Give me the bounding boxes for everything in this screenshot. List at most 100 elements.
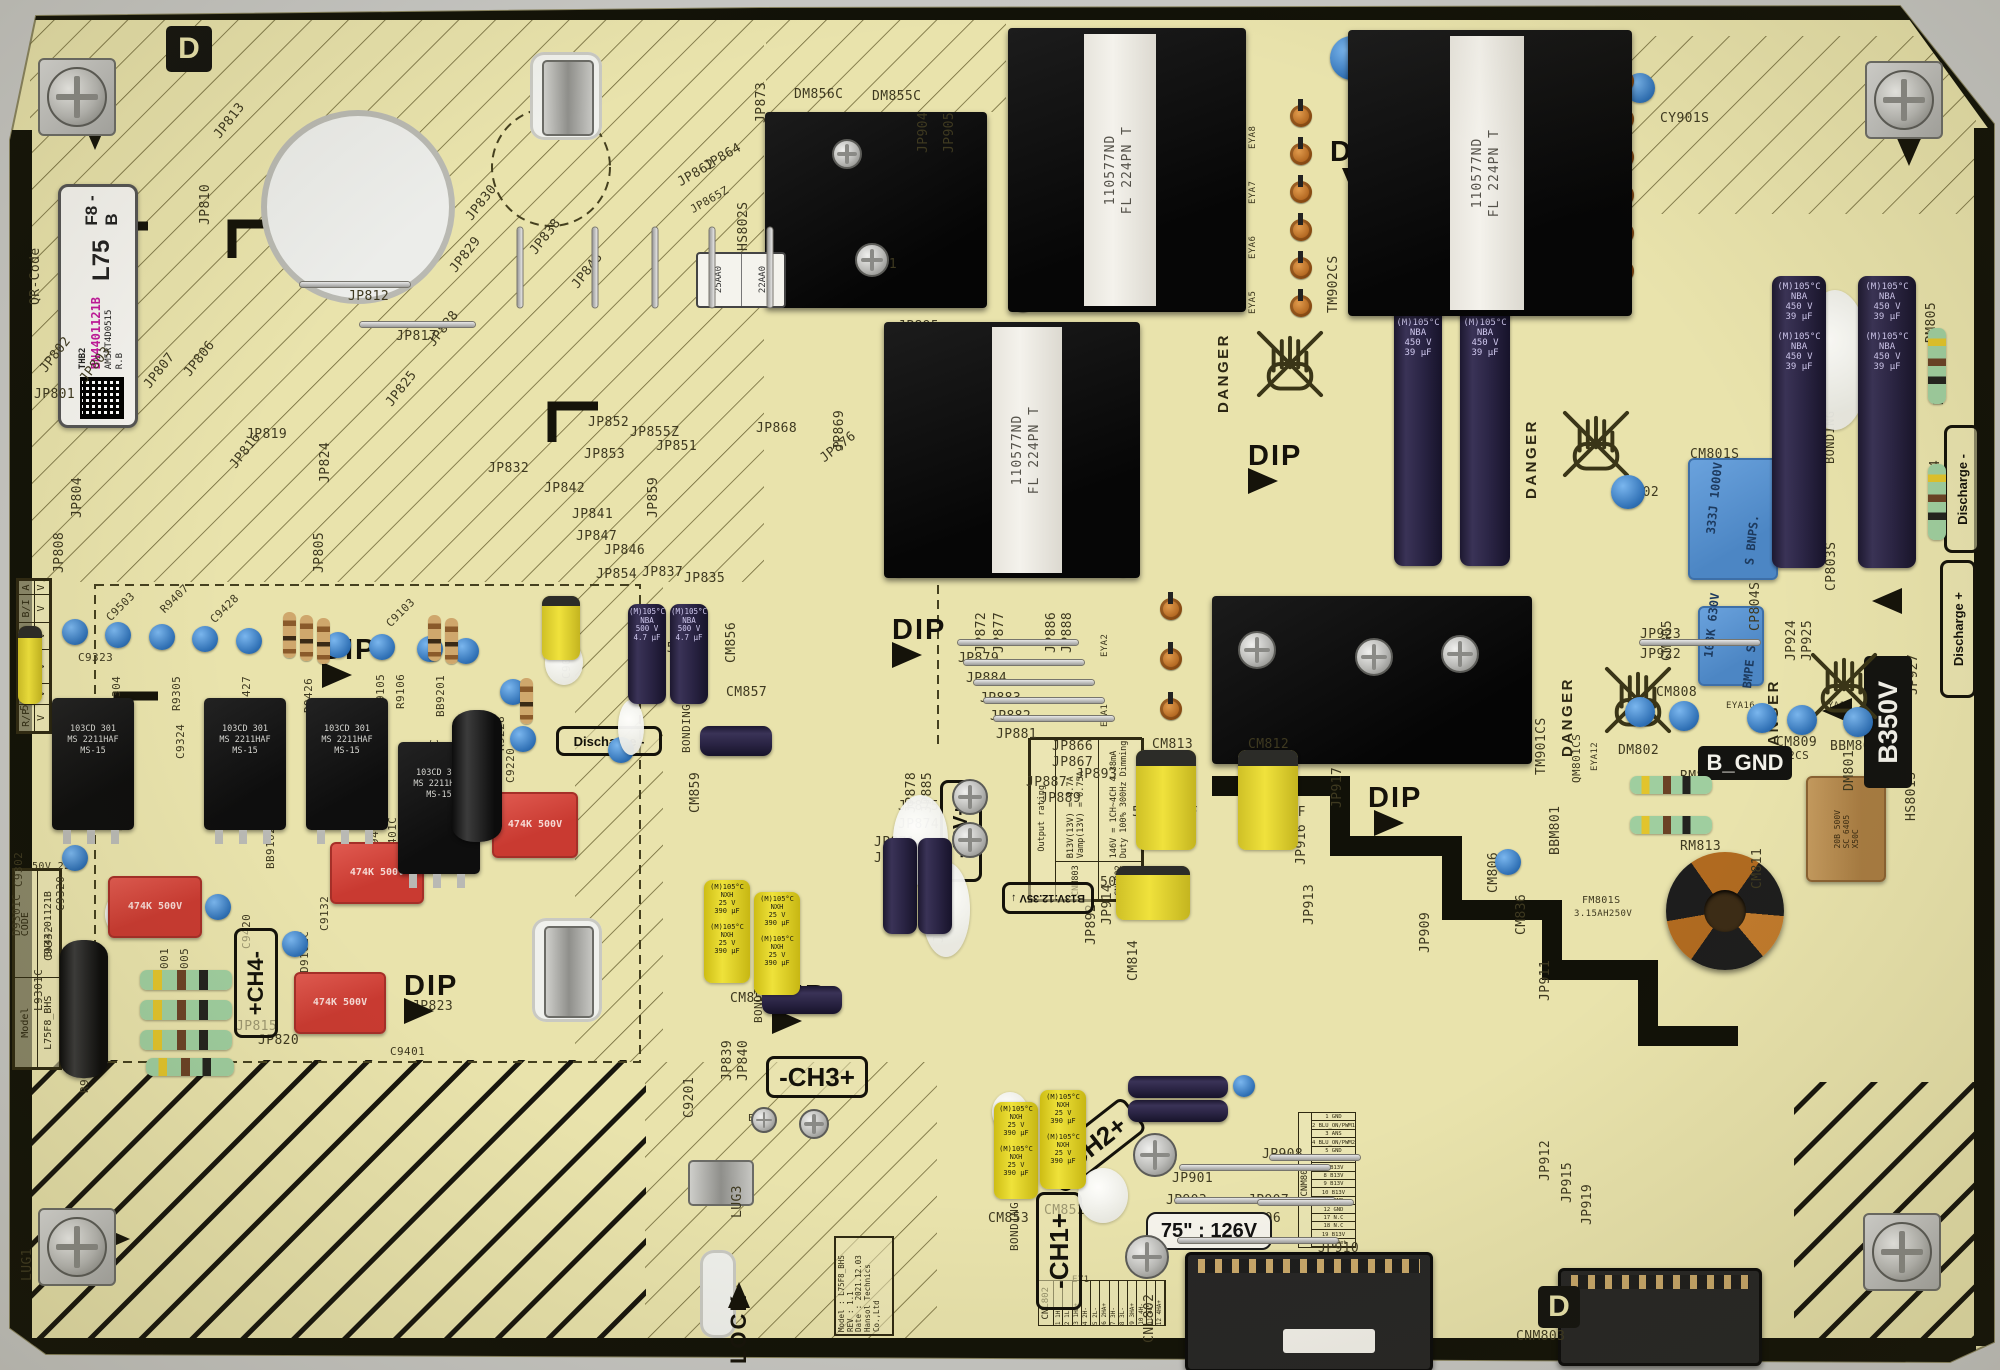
screw [1874, 70, 1934, 130]
transistor-legs [317, 830, 377, 844]
disc-capacitor [282, 931, 308, 957]
silkscreen-label: JP901 [1172, 1171, 1214, 1186]
direction-arrow-right [1248, 468, 1278, 494]
sticker-model: L75 [88, 239, 115, 281]
silkscreen-label: CM813 [1152, 737, 1194, 752]
cnm803-pin: 8 B13V [1311, 1172, 1355, 1180]
silkscreen-label: CP804S [1748, 581, 1763, 631]
warning-text: DIP [1248, 440, 1303, 472]
disc-capacitor [62, 845, 88, 871]
silkscreen-label: EYA6 [1248, 235, 1258, 259]
silkscreen-label: C9332 [42, 925, 55, 961]
silkscreen-label: JP910 [1318, 1241, 1360, 1256]
mfg-company: Hansol Technics Co.,Ltd [862, 1264, 881, 1332]
silkscreen-label: JP877 [992, 611, 1007, 653]
silkscreen-label: JP868 [756, 421, 798, 436]
silkscreen-label: JP808 [52, 531, 67, 573]
silkscreen-label: DM856C [794, 87, 844, 102]
cnl802-pin: 8 3L- [1119, 1281, 1128, 1325]
cnl802-pin: 11 4L- [1147, 1281, 1156, 1325]
silkscreen-label: CM814 [1126, 939, 1141, 981]
direction-arrow-right [892, 642, 922, 668]
sticker-grade: F8 - B [82, 195, 121, 226]
cnm803-pin: 3 ANS [1311, 1130, 1355, 1139]
sticker-rb: R.B [115, 352, 126, 370]
silkscreen-label: JP835 [684, 571, 726, 586]
silkscreen-label: JP854 [596, 567, 638, 582]
screw [47, 1217, 107, 1277]
metal-clip [544, 926, 594, 1018]
cnl802-pin: 7 3H- [1110, 1281, 1119, 1325]
transformer-part-number: 110577ND FL 224PN T [1103, 125, 1135, 215]
silkscreen-label: C9401 [390, 1045, 426, 1058]
silkscreen-label: EYA2 [1100, 633, 1110, 657]
screw [855, 243, 889, 277]
coil-pin [1290, 250, 1312, 279]
label-badge: Discharge + [1940, 560, 1976, 698]
cnl802-pin: 10 4H- [1137, 1281, 1147, 1325]
cnl802-pin: 12 4HA+ [1156, 1281, 1165, 1325]
resistor-green [1630, 816, 1712, 834]
coil-pin [1160, 591, 1182, 620]
silkscreen-label: JP859 [646, 476, 661, 518]
silkscreen-label: R9305 [170, 675, 183, 711]
film-capacitor-red: 474K 500V [108, 876, 202, 938]
direction-arrow-right [322, 662, 352, 688]
direction-arrow-up [728, 1282, 750, 1308]
silkscreen-label: BONDING [680, 703, 693, 753]
resistor-tan [520, 678, 533, 724]
silkscreen-label: C9428 [207, 591, 242, 626]
silkscreen-label: JP806 [180, 337, 219, 380]
cnm803-pin: 2 BLU_ON/PWM1 [1311, 1122, 1355, 1130]
screw [751, 1107, 777, 1133]
transformer-label-tape: 110577ND FL 224PN T [1084, 33, 1156, 307]
jumper-wire [360, 322, 475, 327]
badge-text: Discharge + [1950, 591, 1966, 667]
edge-check-mark: V [34, 594, 50, 623]
screw [952, 822, 988, 858]
disc-capacitor [1669, 701, 1699, 731]
silkscreen-label: EYA8 [1248, 125, 1258, 149]
silkscreen-label: RM813 [1680, 839, 1722, 854]
silkscreen-label: C9302 [12, 851, 25, 887]
disc-capacitor [1233, 1075, 1255, 1097]
disc-capacitor [192, 626, 218, 652]
disc-capacitor [369, 634, 395, 660]
qr-sticker: THB2 BN4401121B AM5RT4D0515 R.B L75 F8 -… [58, 184, 138, 428]
silkscreen-label: JP832 [488, 461, 530, 476]
silkscreen-label: C9324 [174, 723, 187, 759]
disc-capacitor [1843, 707, 1873, 737]
silkscreen-label: JP864 [701, 140, 745, 174]
disc-capacitor [1625, 697, 1655, 727]
tan-cap-text: 20B 500V SC 6405 X50C [1832, 809, 1860, 849]
silkscreen-label: JP813 [210, 99, 249, 142]
silkscreen-label: 3.15AH250V [1574, 909, 1633, 919]
silkscreen-label: JP889 [1040, 791, 1082, 806]
jumper-wire [974, 680, 1094, 685]
disc-capacitor [205, 894, 231, 920]
silkscreen-label: JP829 [446, 233, 485, 276]
silkscreen-label: 50V 22uF [32, 861, 84, 872]
silkscreen-label: JP816 [226, 429, 265, 472]
capacitor-yellow-sleeve [18, 626, 42, 704]
electrolytic-capacitor-navy [1128, 1100, 1228, 1122]
silkscreen-label: TM901CS [1534, 717, 1549, 775]
cnl802-pin: 9 3HA+ [1128, 1281, 1138, 1325]
silkscreen-label: C9103 [383, 595, 418, 630]
edge-check-col: B/I [18, 594, 34, 623]
transistor-legs [409, 874, 469, 888]
jumper-wire [1640, 640, 1760, 645]
disc-capacitor [510, 726, 536, 752]
coil-pin [1160, 641, 1182, 670]
cnl802-pin: 4 2H- [1082, 1281, 1091, 1325]
silkscreen-label: FM801S [1582, 895, 1621, 906]
silkscreen-label: JP805 [312, 531, 327, 573]
resistor-tan [317, 618, 330, 664]
